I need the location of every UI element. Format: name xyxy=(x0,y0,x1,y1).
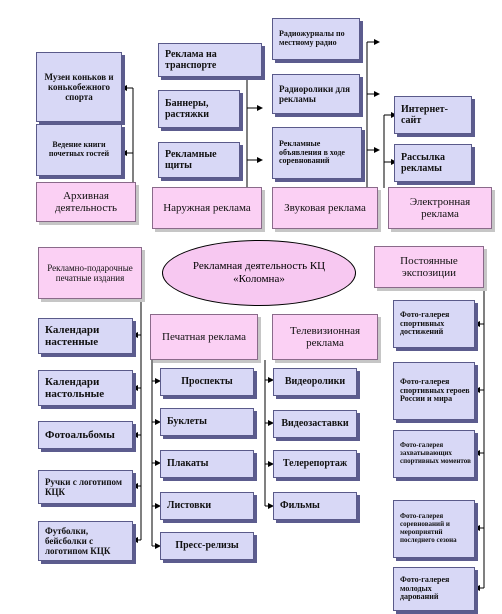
gift-item-pens: Ручки с логотипом КЦК xyxy=(38,470,133,504)
gift-item-wall-calendars: Календари настенные xyxy=(38,318,133,354)
print-item-posters: Плакаты xyxy=(160,450,254,478)
exhibit-item-achievements: Фото-галерея спортивных достижений xyxy=(393,300,475,348)
exhibit-item-young-talents: Фото-галерея молодых дарований xyxy=(393,567,475,611)
sound-item-announcements: Рекламные объявления в ходе соревнований xyxy=(272,127,362,179)
gift-item-tshirts: Футболки, бейсболки с логотипом КЦК xyxy=(38,521,133,561)
exhibit-item-moments: Фото-галерея захватывающих спортивных мо… xyxy=(393,430,475,478)
print-item-booklets: Буклеты xyxy=(160,408,254,436)
category-archive: Архивная деятельность xyxy=(36,182,136,222)
archive-item-museum: Музеи коньков и конькобежного спорта xyxy=(36,52,122,122)
gift-item-desk-calendars: Календари настольные xyxy=(38,370,133,406)
print-item-leaflets: Листовки xyxy=(160,492,254,520)
exhibit-item-competitions: Фото-галерея соревнований и мероприятий … xyxy=(393,500,475,558)
category-print: Печатная реклама xyxy=(150,314,258,360)
outdoor-item-transport: Реклама на транспорте xyxy=(158,43,262,77)
center-node: Рекламная деятельность КЦ «Коломна» xyxy=(162,240,356,306)
category-permanent: Постоянные экспозиции xyxy=(374,246,484,288)
sound-item-radioclips: Радиоролики для рекламы xyxy=(272,74,360,114)
gift-item-photoalbums: Фотоальбомы xyxy=(38,421,133,449)
category-outdoor: Наружная реклама xyxy=(152,187,262,229)
sound-item-radiojournals: Радиожурналы по местному радио xyxy=(272,18,360,60)
electronic-item-mailing: Рассылка рекламы xyxy=(394,144,472,182)
tv-item-report: Телерепортаж xyxy=(273,450,357,478)
tv-item-screensavers: Видеозаставки xyxy=(273,410,357,438)
category-electronic: Электронная реклама xyxy=(388,187,492,229)
outdoor-item-banners: Баннеры, растяжки xyxy=(158,90,240,128)
print-item-press-releases: Пресс-релизы xyxy=(160,532,254,560)
electronic-item-website: Интернет-сайт xyxy=(394,96,472,134)
exhibit-item-heroes: Фото-галерея спортивных героев России и … xyxy=(393,362,475,420)
category-tv: Телевизионная реклама xyxy=(272,314,378,360)
category-sound: Звуковая реклама xyxy=(272,187,378,229)
print-item-prospects: Проспекты xyxy=(160,368,254,396)
category-gifts: Рекламно-подарочные печатные издания xyxy=(38,247,142,299)
tv-item-videoclips: Видеоролики xyxy=(273,368,357,396)
archive-item-guestbook: Ведение книги почетных гостей xyxy=(36,124,122,176)
tv-item-films: Фильмы xyxy=(273,492,357,520)
outdoor-item-billboards: Рекламные щиты xyxy=(158,142,240,178)
